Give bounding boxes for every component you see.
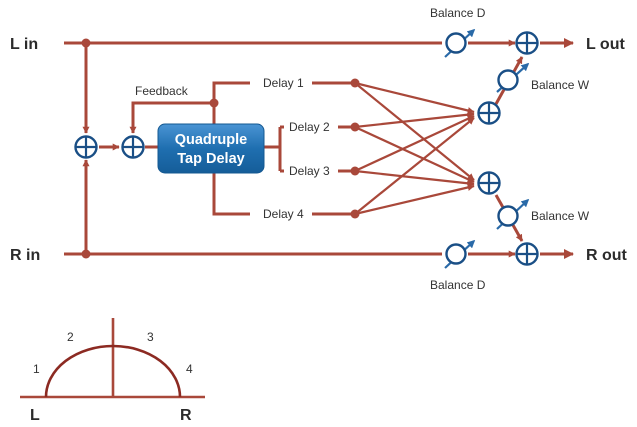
pan-tap-2-label: 2 bbox=[67, 330, 74, 344]
quadruple-tap-delay-block: Quadruple Tap Delay bbox=[157, 123, 265, 174]
r-in-path bbox=[64, 159, 574, 259]
pan-left-label: L bbox=[30, 407, 40, 424]
wet-l-adder-icon bbox=[477, 101, 501, 125]
balance-w-top-knob-icon bbox=[496, 62, 530, 93]
r-in-label: R in bbox=[10, 247, 40, 264]
r-out-label: R out bbox=[586, 247, 628, 264]
l-out-adder-icon bbox=[515, 31, 539, 55]
l-in-path bbox=[64, 38, 574, 134]
wet-r-adder-icon bbox=[477, 171, 501, 195]
balance-w-bottom-knob-icon bbox=[496, 198, 530, 230]
balance-w-bottom-label: Balance W bbox=[531, 209, 590, 223]
balance-d-bottom-knob-icon bbox=[444, 239, 476, 269]
pan-tap-3-label: 3 bbox=[147, 330, 154, 344]
balance-d-bottom-label: Balance D bbox=[430, 278, 486, 292]
tap-crossfeed bbox=[350, 78, 475, 219]
l-out-label: L out bbox=[586, 36, 625, 53]
balance-d-top-label: Balance D bbox=[430, 6, 486, 20]
feedback-label: Feedback bbox=[135, 84, 189, 98]
delay-4-label: Delay 4 bbox=[263, 207, 304, 221]
pan-right-label: R bbox=[180, 407, 192, 424]
pan-position-diagram: 1 2 3 4 L R bbox=[20, 318, 205, 424]
feedback-adder-icon bbox=[121, 135, 145, 159]
input-sum-adder-icon bbox=[74, 135, 98, 159]
delay-1-label: Delay 1 bbox=[263, 76, 304, 90]
effect-block-line1: Quadruple bbox=[175, 132, 248, 148]
l-in-label: L in bbox=[10, 36, 38, 53]
delay-3-label: Delay 3 bbox=[289, 164, 330, 178]
pan-tap-4-label: 4 bbox=[186, 362, 193, 376]
balance-d-top-knob-icon bbox=[444, 28, 476, 58]
pan-tap-1-label: 1 bbox=[33, 362, 40, 376]
balance-w-top-label: Balance W bbox=[531, 78, 590, 92]
delay-2-label: Delay 2 bbox=[289, 120, 330, 134]
effect-block-line2: Tap Delay bbox=[177, 151, 244, 167]
r-out-adder-icon bbox=[515, 242, 539, 266]
